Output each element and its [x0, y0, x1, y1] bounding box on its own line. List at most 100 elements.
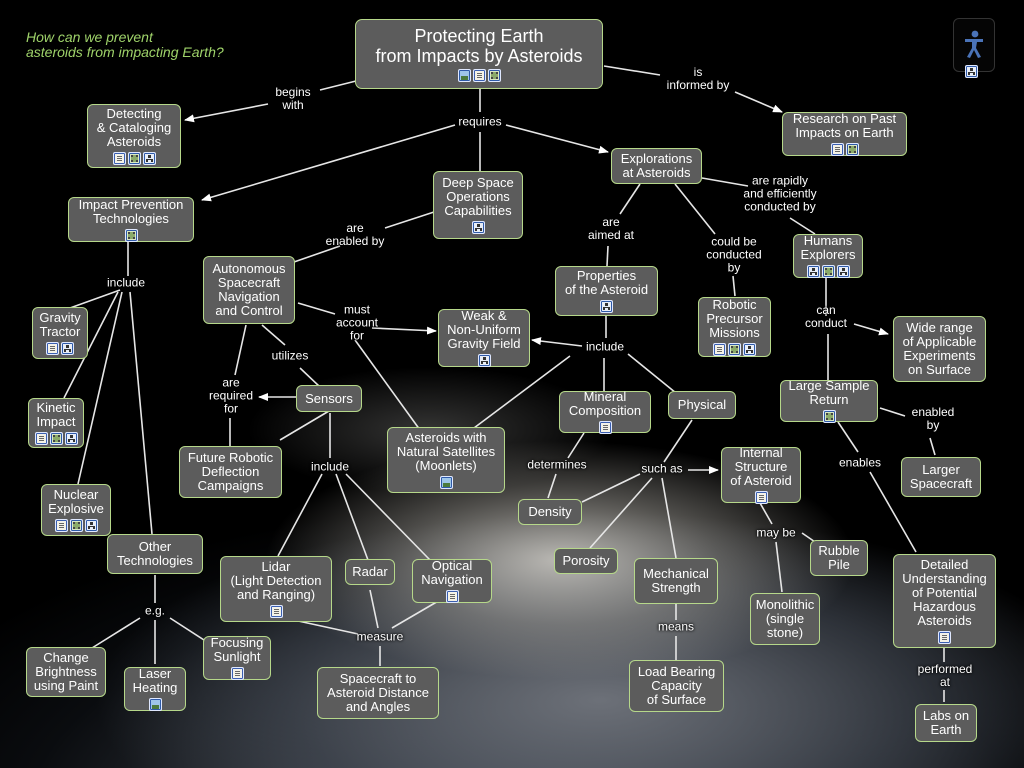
node-robotic-precursor[interactable]: Robotic Precursor Missions	[698, 297, 771, 357]
node-impact-prevention[interactable]: Impact Prevention Technologies	[68, 197, 194, 242]
doc-icon[interactable]	[34, 432, 48, 445]
node-labs-on-earth[interactable]: Labs on Earth	[915, 704, 977, 742]
node-focusing-sunlight[interactable]: Focusing Sunlight	[203, 636, 271, 680]
node-label: Radar	[352, 564, 388, 579]
node-density[interactable]: Density	[518, 499, 582, 525]
doc-icon[interactable]	[54, 519, 68, 532]
node-label: Robotic Precursor Missions	[706, 297, 763, 340]
map-icon[interactable]	[477, 354, 491, 367]
map-icon[interactable]	[806, 265, 820, 278]
node-humans-explorers[interactable]: Humans Explorers	[793, 234, 863, 278]
node-detecting-cataloging[interactable]: Detecting & Cataloging Asteroids	[87, 104, 181, 168]
film-icon[interactable]	[821, 265, 835, 278]
film-icon[interactable]	[127, 152, 141, 165]
node-detailed-understanding[interactable]: Detailed Understanding of Potential Haza…	[893, 554, 996, 648]
img-icon[interactable]	[148, 698, 162, 711]
film-icon[interactable]	[822, 410, 836, 423]
doc-icon[interactable]	[269, 605, 283, 618]
map-icon[interactable]	[61, 342, 74, 355]
film-icon[interactable]	[728, 343, 741, 356]
doc-icon[interactable]	[713, 343, 726, 356]
doc-icon[interactable]	[445, 590, 459, 603]
node-research-past-impacts[interactable]: Research on Past Impacts on Earth	[782, 112, 907, 156]
node-label: Larger Spacecraft	[909, 462, 973, 491]
node-label: Deep Space Operations Capabilities	[442, 175, 514, 218]
doc-icon[interactable]	[46, 342, 59, 355]
link-label-requires: requires	[458, 114, 502, 129]
node-large-sample-return[interactable]: Large Sample Return	[780, 379, 878, 423]
node-porosity[interactable]: Porosity	[554, 548, 618, 574]
link-label-can-conduct: can conduct	[804, 303, 848, 330]
map-icon[interactable]	[743, 343, 756, 356]
node-spacecraft-distance[interactable]: Spacecraft to Asteroid Distance and Angl…	[317, 667, 439, 719]
map-icon[interactable]	[142, 152, 156, 165]
node-radar[interactable]: Radar	[345, 559, 395, 585]
node-label: Porosity	[562, 553, 610, 568]
node-wide-range-experiments[interactable]: Wide range of Applicable Experiments on …	[893, 316, 986, 382]
accessibility-button[interactable]	[953, 18, 995, 72]
doc-icon[interactable]	[472, 69, 486, 82]
film-icon[interactable]	[845, 143, 859, 156]
film-icon[interactable]	[49, 432, 63, 445]
doc-icon[interactable]	[598, 421, 612, 434]
node-label: Detecting & Cataloging Asteroids	[96, 106, 172, 149]
doc-icon[interactable]	[754, 491, 768, 504]
node-gravity-tractor[interactable]: Gravity Tractor	[32, 307, 88, 359]
node-label: Laser Heating	[132, 666, 178, 695]
node-larger-spacecraft[interactable]: Larger Spacecraft	[901, 457, 981, 497]
node-internal-structure[interactable]: Internal Structure of Asteroid	[721, 446, 801, 504]
map-icon[interactable]	[600, 300, 613, 313]
node-nuclear-explosive[interactable]: Nuclear Explosive	[41, 484, 111, 536]
node-kinetic-impact[interactable]: Kinetic Impact	[28, 398, 84, 448]
map-resource-button[interactable]	[965, 65, 978, 83]
node-lidar[interactable]: Lidar (Light Detection and Ranging)	[220, 556, 332, 622]
link-label-may-be: may be	[756, 525, 796, 540]
link-label-eg: e.g.	[144, 603, 166, 618]
node-label: Mineral Composition	[568, 389, 642, 418]
map-icon[interactable]	[84, 519, 98, 532]
link-label-performed-at: performed at	[917, 662, 973, 689]
doc-icon[interactable]	[230, 667, 244, 680]
node-mechanical-strength[interactable]: Mechanical Strength	[634, 558, 718, 604]
link-label-enabled-by: enabled by	[911, 405, 955, 432]
doc-icon[interactable]	[938, 631, 951, 644]
link-label-such-as: such as	[641, 461, 683, 476]
node-explorations[interactable]: Explorations at Asteroids	[611, 148, 702, 184]
node-rubble-pile[interactable]: Rubble Pile	[810, 540, 868, 576]
node-protecting-earth[interactable]: Protecting Earth from Impacts by Asteroi…	[355, 19, 603, 89]
node-label: Sensors	[305, 390, 353, 406]
node-load-bearing[interactable]: Load Bearing Capacity of Surface	[629, 660, 724, 712]
node-weak-gravity[interactable]: Weak & Non-Uniform Gravity Field	[438, 309, 530, 367]
node-asteroids-moonlets[interactable]: Asteroids with Natural Satellites (Moonl…	[387, 427, 505, 493]
node-properties-asteroid[interactable]: Properties of the Asteroid	[555, 266, 658, 316]
map-icon[interactable]	[836, 265, 850, 278]
node-monolithic[interactable]: Monolithic (single stone)	[750, 593, 820, 645]
node-label: Impact Prevention Technologies	[78, 196, 184, 226]
link-label-are-required-for: are required for	[208, 375, 254, 416]
film-icon[interactable]	[124, 228, 138, 242]
node-label: Change Brightness using Paint	[33, 650, 99, 693]
doc-icon[interactable]	[830, 143, 844, 156]
node-optical-navigation[interactable]: Optical Navigation	[412, 559, 492, 603]
film-icon[interactable]	[69, 519, 83, 532]
film-icon[interactable]	[487, 69, 501, 82]
node-autonomous-navigation[interactable]: Autonomous Spacecraft Navigation and Con…	[203, 256, 295, 324]
link-label-begins-with: begins with	[275, 85, 311, 112]
node-deep-space-ops[interactable]: Deep Space Operations Capabilities	[433, 171, 523, 239]
node-physical[interactable]: Physical	[668, 391, 736, 419]
node-other-technologies[interactable]: Other Technologies	[107, 534, 203, 574]
map-icon[interactable]	[471, 221, 485, 234]
doc-icon[interactable]	[112, 152, 126, 165]
img-icon[interactable]	[439, 476, 453, 489]
node-laser-heating[interactable]: Laser Heating	[124, 667, 186, 711]
node-sensors[interactable]: Sensors	[296, 385, 362, 412]
node-label: Mechanical Strength	[643, 566, 709, 595]
link-label-measure: measure	[356, 629, 404, 644]
node-change-brightness[interactable]: Change Brightness using Paint	[26, 647, 106, 697]
node-mineral-composition[interactable]: Mineral Composition	[559, 389, 651, 434]
img-icon[interactable]	[457, 69, 471, 82]
map-icon	[965, 65, 978, 78]
map-icon[interactable]	[64, 432, 78, 445]
node-label: Wide range of Applicable Experiments on …	[902, 320, 977, 377]
node-future-robotic-deflection[interactable]: Future Robotic Deflection Campaigns	[179, 446, 282, 498]
